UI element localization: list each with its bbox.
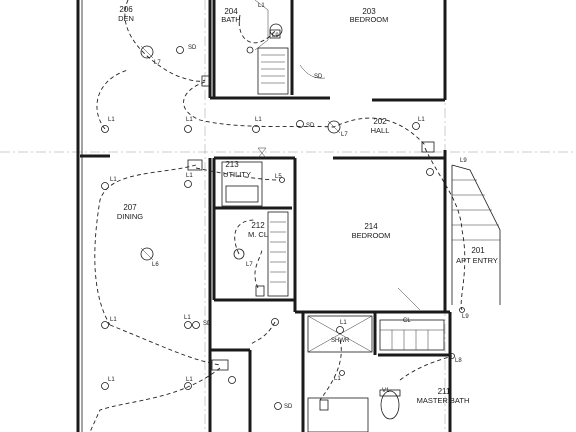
- tag-l1-dining-d: L1: [184, 315, 191, 321]
- tag-l1-shower: L1: [340, 320, 347, 326]
- tag-l7-den: L7: [154, 60, 161, 66]
- tag-l1-den-b: L1: [186, 117, 193, 123]
- tag-sd-den: SD: [188, 45, 197, 51]
- room-number-202: 202: [373, 117, 387, 126]
- tag-l1-master-bath: L1: [334, 376, 341, 382]
- room-name-den: DEN: [118, 14, 134, 23]
- tag-l9-entry: L9: [462, 314, 469, 320]
- tag-l7-mcl: L7: [246, 262, 253, 268]
- entry-stairs: [451, 164, 501, 305]
- tag-v1: V1: [382, 388, 390, 394]
- tag-sd-hall: SD: [306, 123, 315, 129]
- switch-boxes: [187, 29, 435, 411]
- tag-l1-bottom-a: L1: [108, 377, 115, 383]
- walls: [76, 0, 452, 432]
- room-name-hall: HALL: [371, 126, 390, 135]
- tag-cl: CL: [403, 318, 411, 324]
- tag-l5-utility: L5: [275, 174, 282, 180]
- room-number-207: 207: [123, 203, 137, 212]
- tag-l1-dining-a: L1: [110, 177, 117, 183]
- room-number-203: 203: [362, 7, 376, 16]
- room-number-212: 212: [251, 221, 265, 230]
- room-name-master-bath: MASTER BATH: [417, 396, 470, 405]
- room-name-m-cl: M. CL: [248, 230, 268, 239]
- tag-l6-dining: L6: [152, 262, 159, 268]
- circuit-lines: [89, 0, 466, 432]
- room-number-206: 206: [119, 5, 133, 14]
- room-name-bath: BATH: [221, 15, 240, 24]
- room-name-bedroom-203: BEDROOM: [350, 15, 389, 24]
- tag-l1-dining-c: L1: [110, 317, 117, 323]
- tag-l9-bath: L9: [272, 33, 279, 39]
- light-fixtures: [101, 45, 465, 410]
- room-name-apt-entry: APT ENTRY: [456, 256, 498, 265]
- room-number-213: 213: [225, 160, 239, 169]
- tag-shwr: SHWR: [331, 338, 350, 344]
- room-number-204: 204: [224, 7, 238, 16]
- tag-l1-dining-b: L1: [186, 173, 193, 179]
- room-name-utility: UTILITY: [223, 170, 251, 179]
- tag-sd-dining: SD: [203, 321, 212, 327]
- tag-l1-hall-b: L1: [418, 117, 425, 123]
- fixtures: [221, 0, 445, 432]
- room-name-dining: DINING: [117, 212, 143, 221]
- room-number-214: 214: [364, 222, 378, 231]
- tag-l9-hall: L9: [460, 158, 467, 164]
- tag-l1-hall-a: L1: [255, 117, 262, 123]
- tag-sd-bath: SD: [314, 74, 323, 80]
- fixture-tags: L7 SD L1 L1 L1 SD L7 L1 L1 L9 SD L5 L1 L…: [108, 3, 469, 410]
- tag-l1-bath: L1: [258, 3, 265, 9]
- tag-l7-hall: L7: [341, 132, 348, 138]
- room-name-bedroom-214: BEDROOM: [352, 231, 391, 240]
- room-labels: 206 DEN 204 BATH 203 BEDROOM 202 HALL 21…: [117, 5, 498, 405]
- tag-l1-den-a: L1: [108, 117, 115, 123]
- tag-sd-bottom: SD: [284, 404, 293, 410]
- tag-l1-bottom-b: L1: [186, 377, 193, 383]
- room-number-211: 211: [438, 387, 451, 396]
- room-number-201: 201: [471, 246, 485, 255]
- tag-l8: L8: [455, 358, 462, 364]
